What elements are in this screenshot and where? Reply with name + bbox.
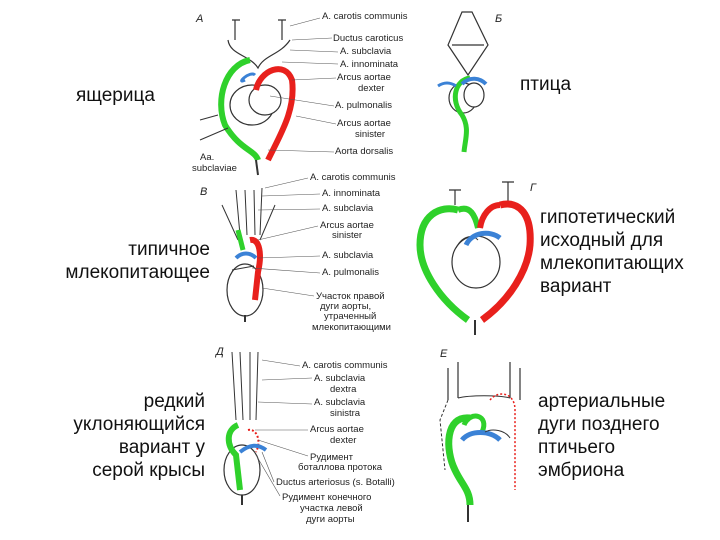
latin-label: Arcus aortae xyxy=(337,72,391,83)
latin-label: A. carotis communis xyxy=(322,11,408,22)
panel-letter-d: Д xyxy=(214,346,224,358)
label-lizard: ящерица xyxy=(76,85,155,106)
latin-label: A. carotis communis xyxy=(302,360,388,371)
latin-label: A. subclavia xyxy=(322,203,374,214)
latin-label: Рудимент конечного xyxy=(282,492,371,503)
embryo-diagram xyxy=(439,362,521,522)
latin-label: sinister xyxy=(332,230,362,241)
latin-label: subclaviae xyxy=(192,163,237,174)
panel-letter-g: Г xyxy=(530,182,537,194)
hypothetical-diagram xyxy=(416,181,534,335)
latin-label: боталлова протока xyxy=(298,462,383,473)
latin-label: Участок правой xyxy=(316,291,385,302)
latin-label: A. pulmonalis xyxy=(335,100,392,111)
latin-label: A. innominata xyxy=(322,188,381,199)
latin-label: A. pulmonalis xyxy=(322,267,379,278)
latin-label: sinister xyxy=(355,129,385,140)
latin-label: утраченный xyxy=(324,311,376,322)
latin-label: Aorta dorsalis xyxy=(335,146,393,157)
latin-label: A. subclavia xyxy=(340,46,392,57)
rat-diagram xyxy=(223,351,268,505)
latin-label: Рудимент xyxy=(310,452,354,463)
panel-letter-b: Б xyxy=(495,13,502,25)
panel-letter-v: В xyxy=(200,186,207,198)
latin-label: A. subclavia xyxy=(314,373,366,384)
latin-label: Arcus aortae xyxy=(320,220,374,231)
lizard-latin-labels: A. carotis communis Ductus caroticus A. … xyxy=(192,11,408,174)
latin-label: Arcus aortae xyxy=(310,424,364,435)
latin-label: Arcus aortae xyxy=(337,118,391,129)
latin-label: Ductus caroticus xyxy=(333,33,403,44)
panel-letter-e: Е xyxy=(440,348,448,360)
latin-label: A. innominata xyxy=(340,59,399,70)
latin-label: дуги аорты xyxy=(306,514,355,525)
latin-label: dextra xyxy=(330,384,357,395)
latin-label: млекопитающими xyxy=(312,322,391,333)
mammal-latin-labels: A. carotis communis A. innominata A. sub… xyxy=(251,172,396,333)
latin-label: участка левой xyxy=(300,503,363,514)
latin-label: dexter xyxy=(330,435,356,446)
latin-label: A. subclavia xyxy=(314,397,366,408)
rat-latin-labels: A. carotis communis A. subclavia dextra … xyxy=(255,359,395,525)
bird-diagram xyxy=(437,11,489,153)
latin-label: sinistra xyxy=(330,408,361,419)
label-bird: птица xyxy=(520,74,572,95)
latin-label: dexter xyxy=(358,83,384,94)
latin-label: A. subclavia xyxy=(322,250,374,261)
latin-label: A. carotis communis xyxy=(310,172,396,183)
mammal-diagram xyxy=(221,187,276,322)
panel-letter-a: А xyxy=(195,13,203,25)
latin-label: Aa. xyxy=(200,152,214,163)
latin-label: Ductus arteriosus (s. Botalli) xyxy=(276,477,395,488)
latin-label: дуги аорты, xyxy=(320,301,371,312)
